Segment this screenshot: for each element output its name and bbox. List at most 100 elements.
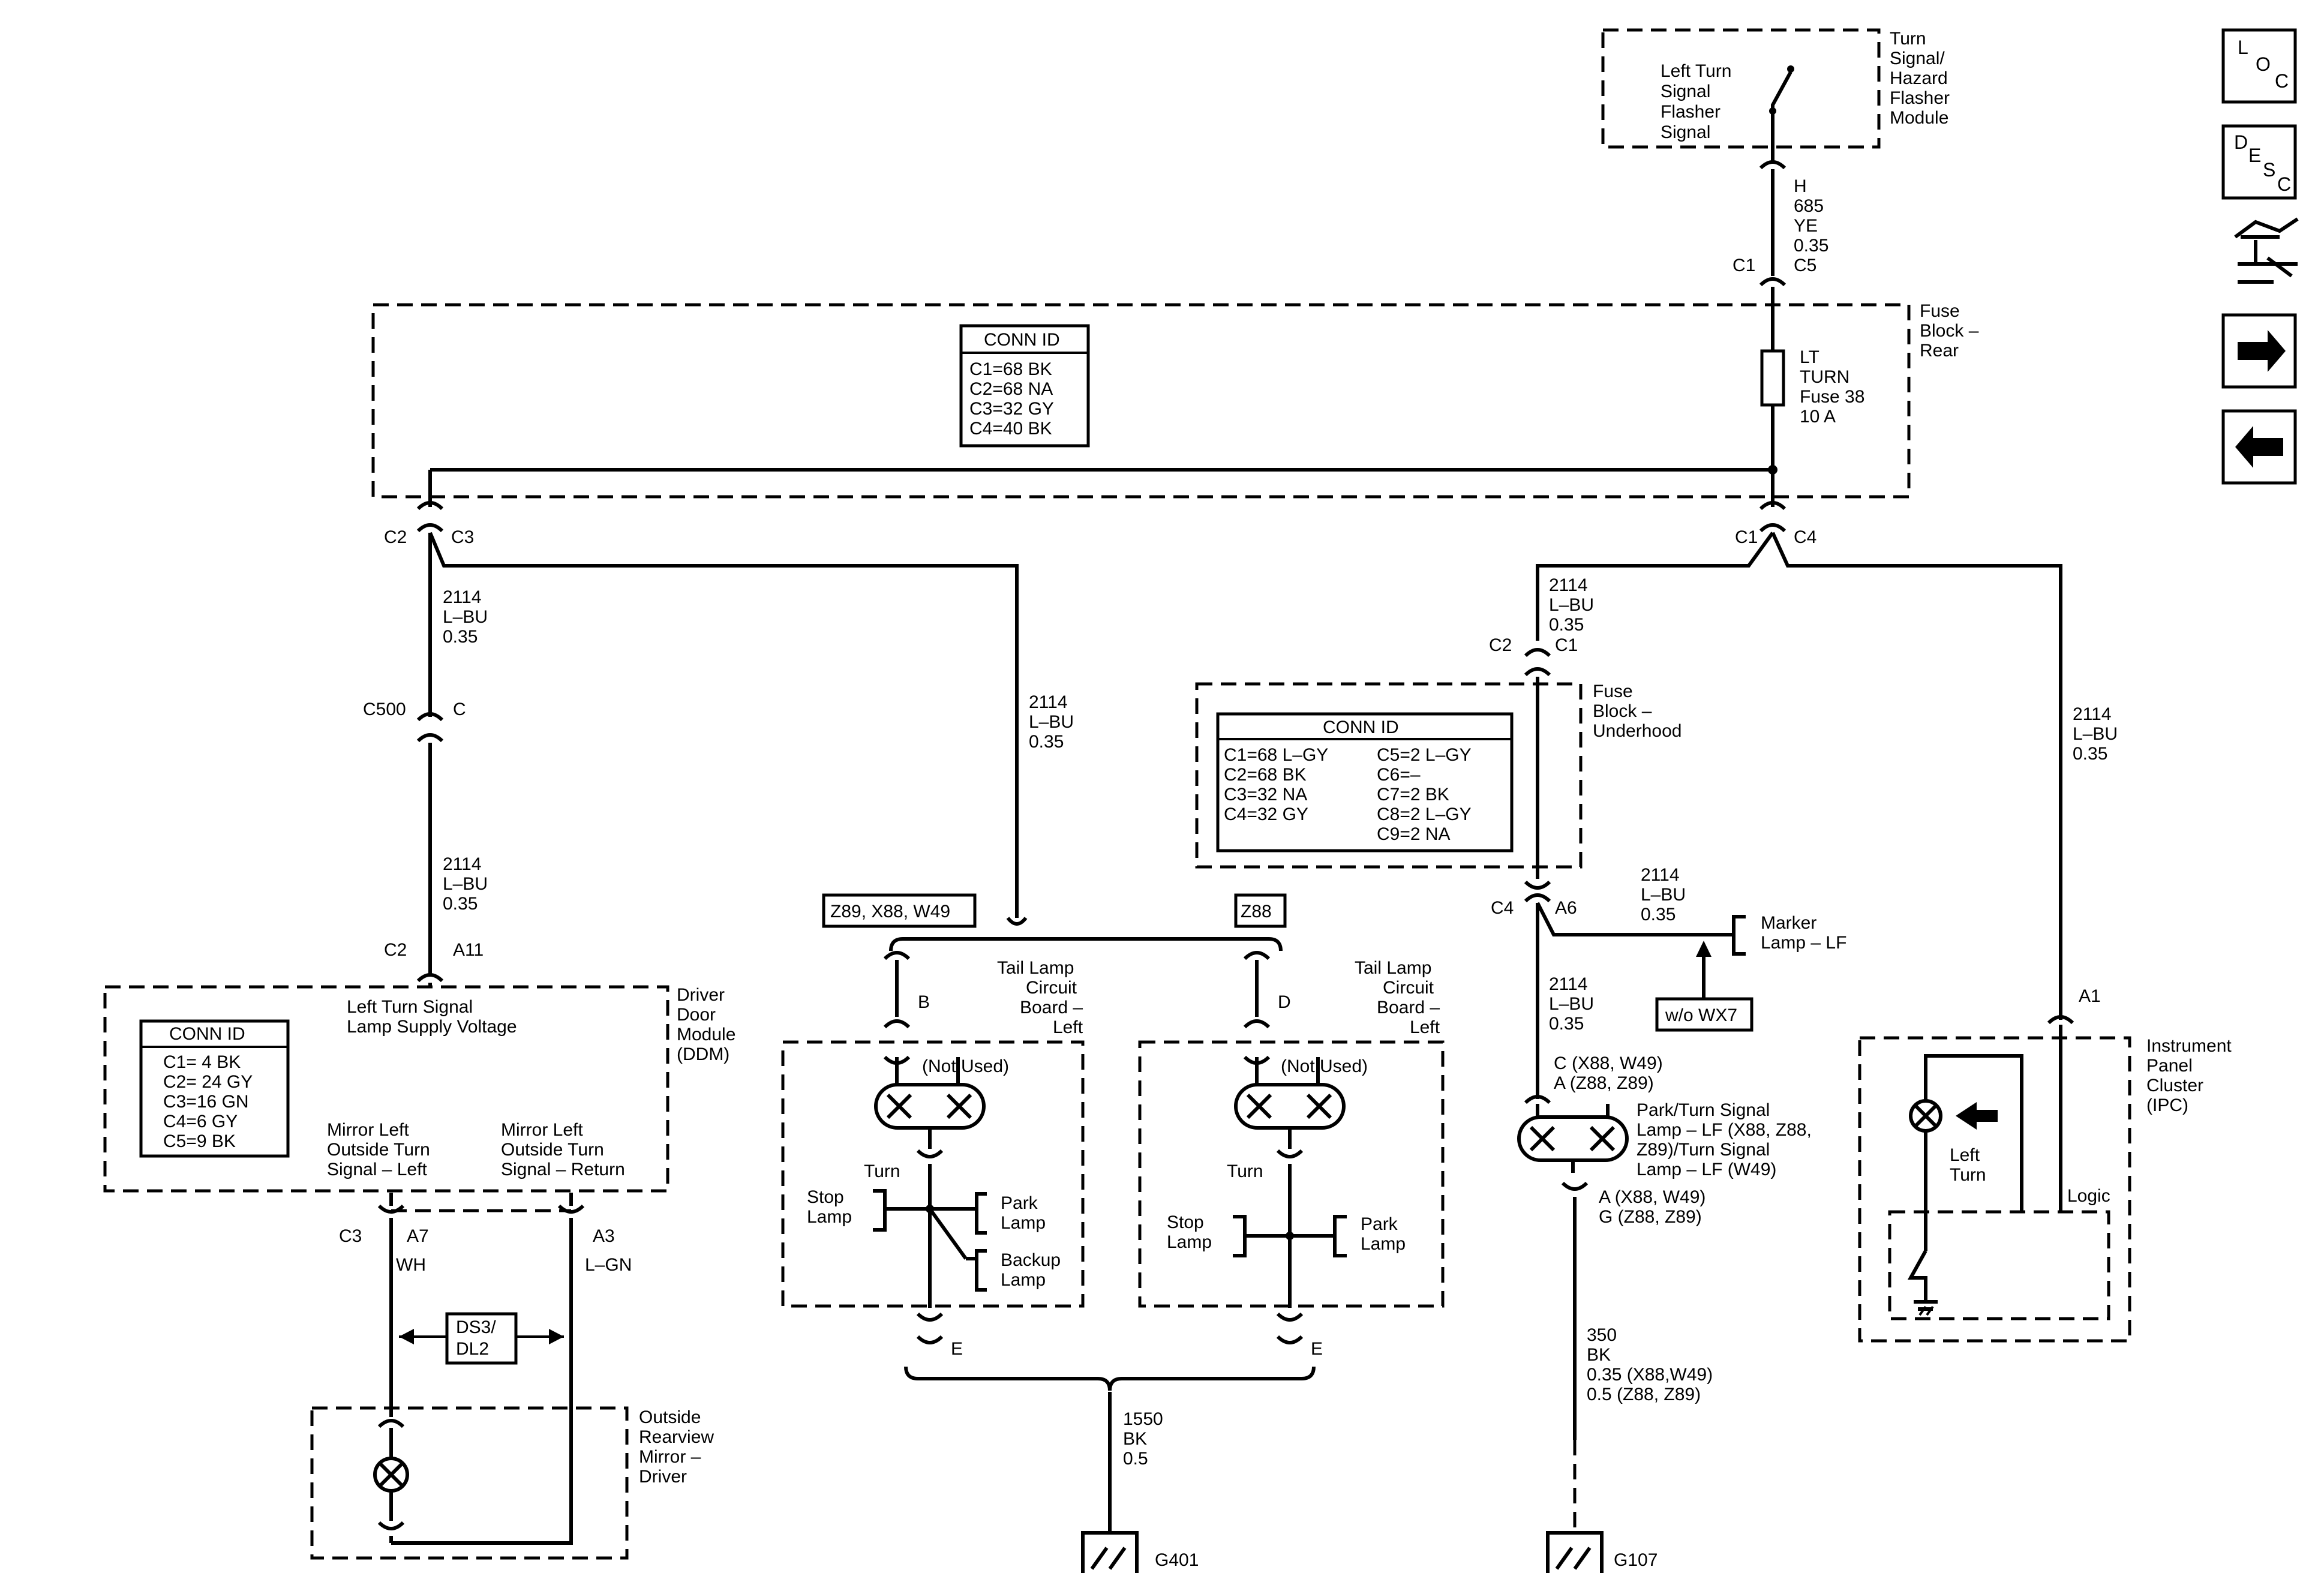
ddm-wire2-gauge: 0.35 [443,894,478,914]
wire-wh-label: WH [396,1255,426,1275]
tail-left-park-bracket [966,1192,987,1235]
tail-left-backup-2: Lamp [1001,1270,1046,1290]
marker-option-label: w/o WX7 [1665,1005,1737,1025]
ipc-indicator-label-2: Turn [1950,1165,1986,1185]
c500-pin-label: C [453,700,466,719]
option-box-wo-wx7[interactable] [1655,997,1753,1032]
desc-letter-c: C [2277,173,2291,195]
conn-id-table-underhood: CONN ID C1=68 L–GY C2=68 BK C3=32 NA C4=… [1216,712,1514,852]
tail-right-not-used: (Not Used) [1281,1056,1368,1076]
ddm-mirror-return-label-3: Signal – Return [501,1160,625,1179]
tail-wire-gauge: 0.35 [1029,732,1064,752]
schematic-icon[interactable] [2234,217,2299,284]
tail-right-label-4: Left [1410,1017,1440,1037]
rear-conn-c1: C1 [1735,527,1758,547]
connector-c1-symbol [1759,277,1786,287]
g107-wire-gauge-1: 0.35 (X88,W49) [1587,1365,1713,1385]
flasher-conn-c5: C5 [1794,256,1816,275]
mirror-bulb-icon [373,1457,409,1493]
ground-g107-label: G107 [1614,1550,1658,1570]
g107-wire-color: BK [1587,1345,1611,1365]
ipc-wire-color: L–BU [2073,724,2118,744]
park-turn-dual-bulb-icon [1517,1104,1629,1173]
ddm-conn-c2: C2 [384,940,407,960]
park-turn-wire-gauge: 0.35 [1549,1014,1584,1034]
wire-685-gauge: 0.35 [1794,236,1828,256]
connector-c500-symbol [416,712,444,743]
ddm-wire2-color: L–BU [443,874,488,894]
rear-conn-c3: C3 [451,527,474,547]
tail-left-label-2: Circuit [1026,978,1077,998]
underhood-conn-c2: C2 [1489,635,1512,655]
g107-wire-number: 350 [1587,1325,1617,1345]
c500-label: C500 [363,700,406,719]
ipc-label-1: Instrument [2146,1036,2232,1056]
connector-park-turn-out [1561,1181,1589,1191]
ds3-reference-box[interactable] [445,1312,518,1365]
mirror-label-3: Mirror – [639,1447,701,1467]
rear-conn-c4: C4 [1794,527,1816,547]
marker-wire-number: 2114 [1641,865,1680,885]
flasher-module-label-3: Hazard [1890,68,1948,88]
tail-right-park-2: Lamp [1361,1234,1406,1254]
ddm-label-1: Driver [677,985,725,1005]
ipc-internal-wiring [1924,1025,2062,1251]
option-box-z88[interactable] [1234,893,1287,928]
fuse-label-3: Fuse 38 [1800,387,1864,407]
desc-letter-e: E [2248,145,2261,166]
conn-id-ddm-c5: C5=9 BK [163,1131,236,1151]
tail-right-stop-1: Stop [1167,1212,1204,1232]
fuse-label-1: LT [1800,347,1819,367]
conn-id-underhood-c7: C7=2 BK [1377,785,1449,804]
conn-id-rear-c4: C4=40 BK [969,419,1052,439]
ground-g401-icon [1081,1531,1139,1573]
wire-685-number: 685 [1794,196,1824,216]
conn-id-underhood-c9: C9=2 NA [1377,824,1451,844]
connector-a1-symbol [2047,1015,2074,1025]
fuse-block-underhood: Fuse Block – Underhood [1195,682,1682,869]
ipc-pin-a1: A1 [2079,986,2101,1006]
conn-id-ddm-c2: C2= 24 GY [163,1072,253,1092]
tail-left-pin-e: E [951,1339,963,1359]
mirror-label-1: Outside [639,1407,701,1427]
flasher-module-label-5: Module [1890,108,1948,128]
conn-id-ddm-c3: C3=16 GN [163,1092,249,1112]
conn-id-underhood-c4: C4=32 GY [1224,804,1308,824]
wire-685-color: YE [1794,216,1818,236]
tail-left-backup-1: Backup [1001,1250,1061,1270]
tail-right-turn-connector [1276,1149,1304,1158]
ipc-logic-block [1888,1210,2110,1320]
underhood-wire-gauge: 0.35 [1549,615,1584,635]
ds3-label-1: DS3/ [456,1317,496,1337]
g401-wire-gauge: 0.5 [1123,1449,1148,1469]
park-turn-pin-in-1: C (X88, W49) [1554,1053,1663,1073]
outside-rearview-mirror-driver: Outside Rearview Mirror – Driver [310,1406,714,1560]
tail-right-pin-d: D [1278,992,1291,1012]
prev-button[interactable] [2221,409,2297,485]
fuse-block-rear: Fuse Block – Rear [371,301,1979,499]
park-turn-label-2: Lamp – LF (X88, Z88, [1637,1120,1812,1140]
ipc-label-3: Cluster [2146,1076,2203,1095]
ddm-label-3: Module [677,1025,735,1044]
ipc-label-4: (IPC) [2146,1095,2188,1115]
tail-left-junction [926,1205,934,1213]
conn-id-underhood-c3: C3=32 NA [1224,785,1307,804]
loc-letter-l: L [2238,37,2248,58]
conn-id-rear-c3: C3=32 GY [969,399,1054,419]
option-box-z89-x88-w49[interactable] [822,893,977,928]
desc-letter-d: D [2234,131,2248,153]
tail-left-dual-bulb-icon [874,1083,986,1130]
desc-button[interactable]: D E S C [2221,124,2297,200]
tail-left-label-3: Board – [1020,998,1083,1017]
tail-left-not-used: (Not Used) [922,1056,1009,1076]
loc-button[interactable]: L O C [2221,28,2297,104]
fuse-block-rear-label-2: Block – [1920,321,1979,341]
marker-label-2: Lamp – LF [1761,933,1846,953]
next-button[interactable] [2221,313,2297,389]
tail-left-pin-b: B [918,992,930,1012]
conn-id-ddm-c4: C4=6 GY [163,1112,238,1131]
rear-conn-c2: C2 [384,527,407,547]
ground-bracket-g401 [904,1366,1316,1391]
underhood-out-c4: C4 [1491,898,1514,918]
